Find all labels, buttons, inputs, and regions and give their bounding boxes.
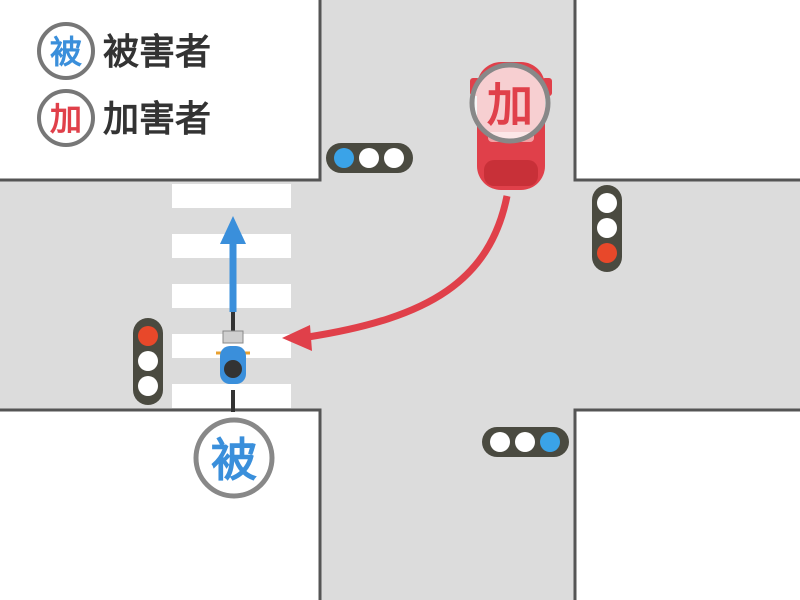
legend-victim-label: 被害者 <box>103 32 211 73</box>
signal-lamp <box>597 218 617 238</box>
legend-item-offender: 加 加害者 <box>37 89 211 147</box>
traffic-light-north <box>326 143 413 173</box>
legend: 被 被害者 加 加害者 <box>37 22 211 147</box>
sidewalk-bottom-right <box>575 410 800 600</box>
signal-lamp <box>384 148 404 168</box>
offender-marker: 加 <box>469 62 551 144</box>
sidewalk-bottom-left <box>0 410 320 600</box>
curb-top-right <box>573 0 800 182</box>
arrow-head-icon <box>220 216 246 244</box>
bicycle-icon <box>216 312 250 412</box>
curb-top-left <box>0 0 322 182</box>
car-path-arrow <box>282 195 511 351</box>
signal-lamp <box>359 148 379 168</box>
traffic-light-west <box>133 318 163 405</box>
signal-lamp <box>597 193 617 213</box>
signal-lamp <box>334 148 354 168</box>
victim-marker: 被 <box>193 417 275 499</box>
legend-offender-label: 加害者 <box>103 99 211 140</box>
curb-bottom-right <box>573 408 800 600</box>
signal-lamp <box>515 432 535 452</box>
signal-lamp <box>138 326 158 346</box>
offender-marker-label: 加 <box>487 78 533 132</box>
legend-victim-symbol: 被 <box>50 33 82 71</box>
bicycle-path-arrow <box>220 216 246 312</box>
crosswalk-stripe <box>172 184 291 208</box>
signal-lamp <box>138 376 158 396</box>
legend-offender-symbol: 加 <box>50 100 82 138</box>
signal-lamp <box>540 432 560 452</box>
signal-lamp <box>597 243 617 263</box>
sidewalk-top-left <box>0 0 320 180</box>
curb-bottom-left <box>0 408 322 600</box>
signal-lamp <box>138 351 158 371</box>
traffic-light-east <box>592 185 622 272</box>
victim-marker-label: 被 <box>211 433 257 487</box>
arrow-head-icon <box>282 325 312 351</box>
legend-item-victim: 被 被害者 <box>37 22 211 80</box>
sidewalk-top-right <box>575 0 800 180</box>
signal-lamp <box>490 432 510 452</box>
traffic-light-south <box>482 427 569 457</box>
